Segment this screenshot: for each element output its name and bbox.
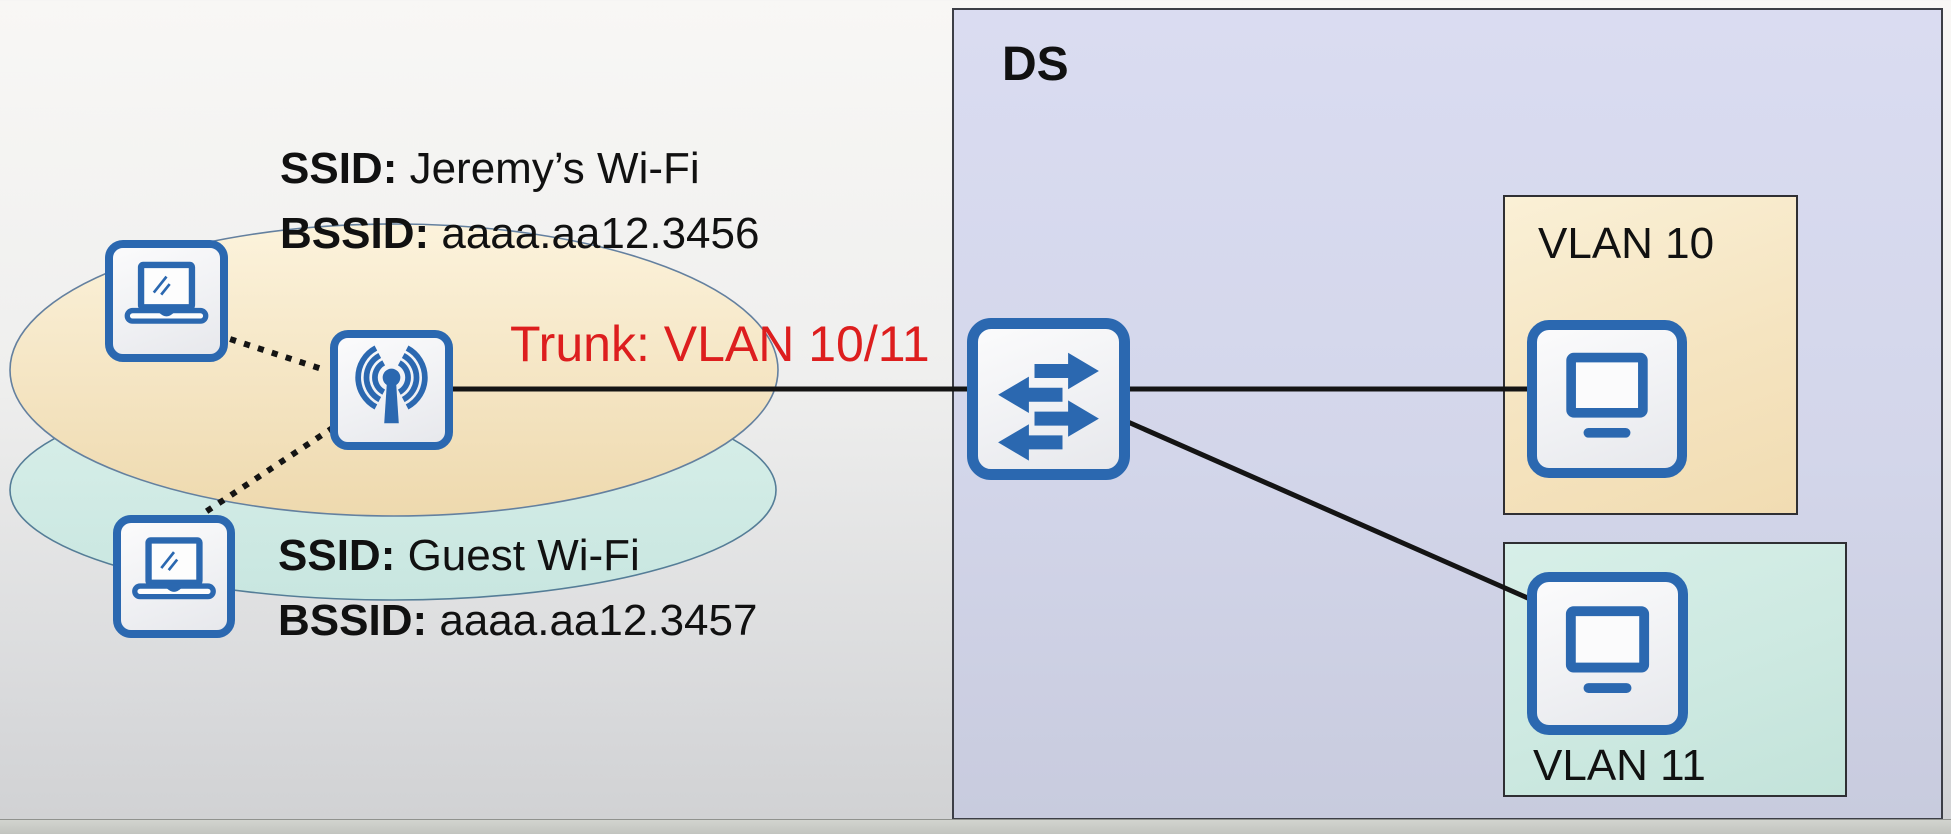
access-point-icon xyxy=(330,330,453,450)
vlan10-label: VLAN 10 xyxy=(1538,219,1715,268)
laptop-1-icon xyxy=(105,240,228,362)
wireless-association-line-2 xyxy=(202,424,336,516)
desktop-pc-glyph xyxy=(1565,606,1650,693)
switch-icon xyxy=(967,318,1130,480)
bottom-strip xyxy=(0,819,1951,834)
wlan2-ssid-label: SSID: xyxy=(278,531,396,580)
pc-vlan11-icon xyxy=(1527,572,1688,735)
wireless-association-line-1 xyxy=(229,336,332,375)
desktop-pc-glyph xyxy=(1566,352,1648,438)
wlan2-ssid-value: Guest Wi-Fi xyxy=(395,531,640,580)
wlan2-bssid-line: BSSID: aaaa.aa12.3457 xyxy=(278,599,757,643)
laptop-glyph xyxy=(132,537,216,600)
switch-arrows-glyph xyxy=(998,352,1099,461)
wlan1-bssid-label: BSSID: xyxy=(280,209,430,258)
wlan1-ssid-value: Jeremy’s Wi-Fi xyxy=(397,144,700,193)
wlan1-bssid-value: aaaa.aa12.3456 xyxy=(429,209,760,258)
antenna-glyph xyxy=(355,345,428,424)
vlan11-label: VLAN 11 xyxy=(1533,741,1706,790)
pc-vlan10-icon xyxy=(1527,320,1687,478)
trunk-label: Trunk: VLAN 10/11 xyxy=(510,316,930,372)
laptop-glyph xyxy=(124,261,209,324)
wlan1-ssid-line: SSID: Jeremy’s Wi-Fi xyxy=(280,147,700,191)
wlan2-ssid-line: SSID: Guest Wi-Fi xyxy=(278,534,640,578)
wlan2-bssid-label: BSSID: xyxy=(278,596,428,645)
ds-label: DS xyxy=(1002,38,1069,91)
wlan1-ssid-label: SSID: xyxy=(280,144,398,193)
wlan2-bssid-value: aaaa.aa12.3457 xyxy=(427,596,758,645)
laptop-2-icon xyxy=(113,515,235,638)
wlan1-bssid-line: BSSID: aaaa.aa12.3456 xyxy=(280,212,759,256)
